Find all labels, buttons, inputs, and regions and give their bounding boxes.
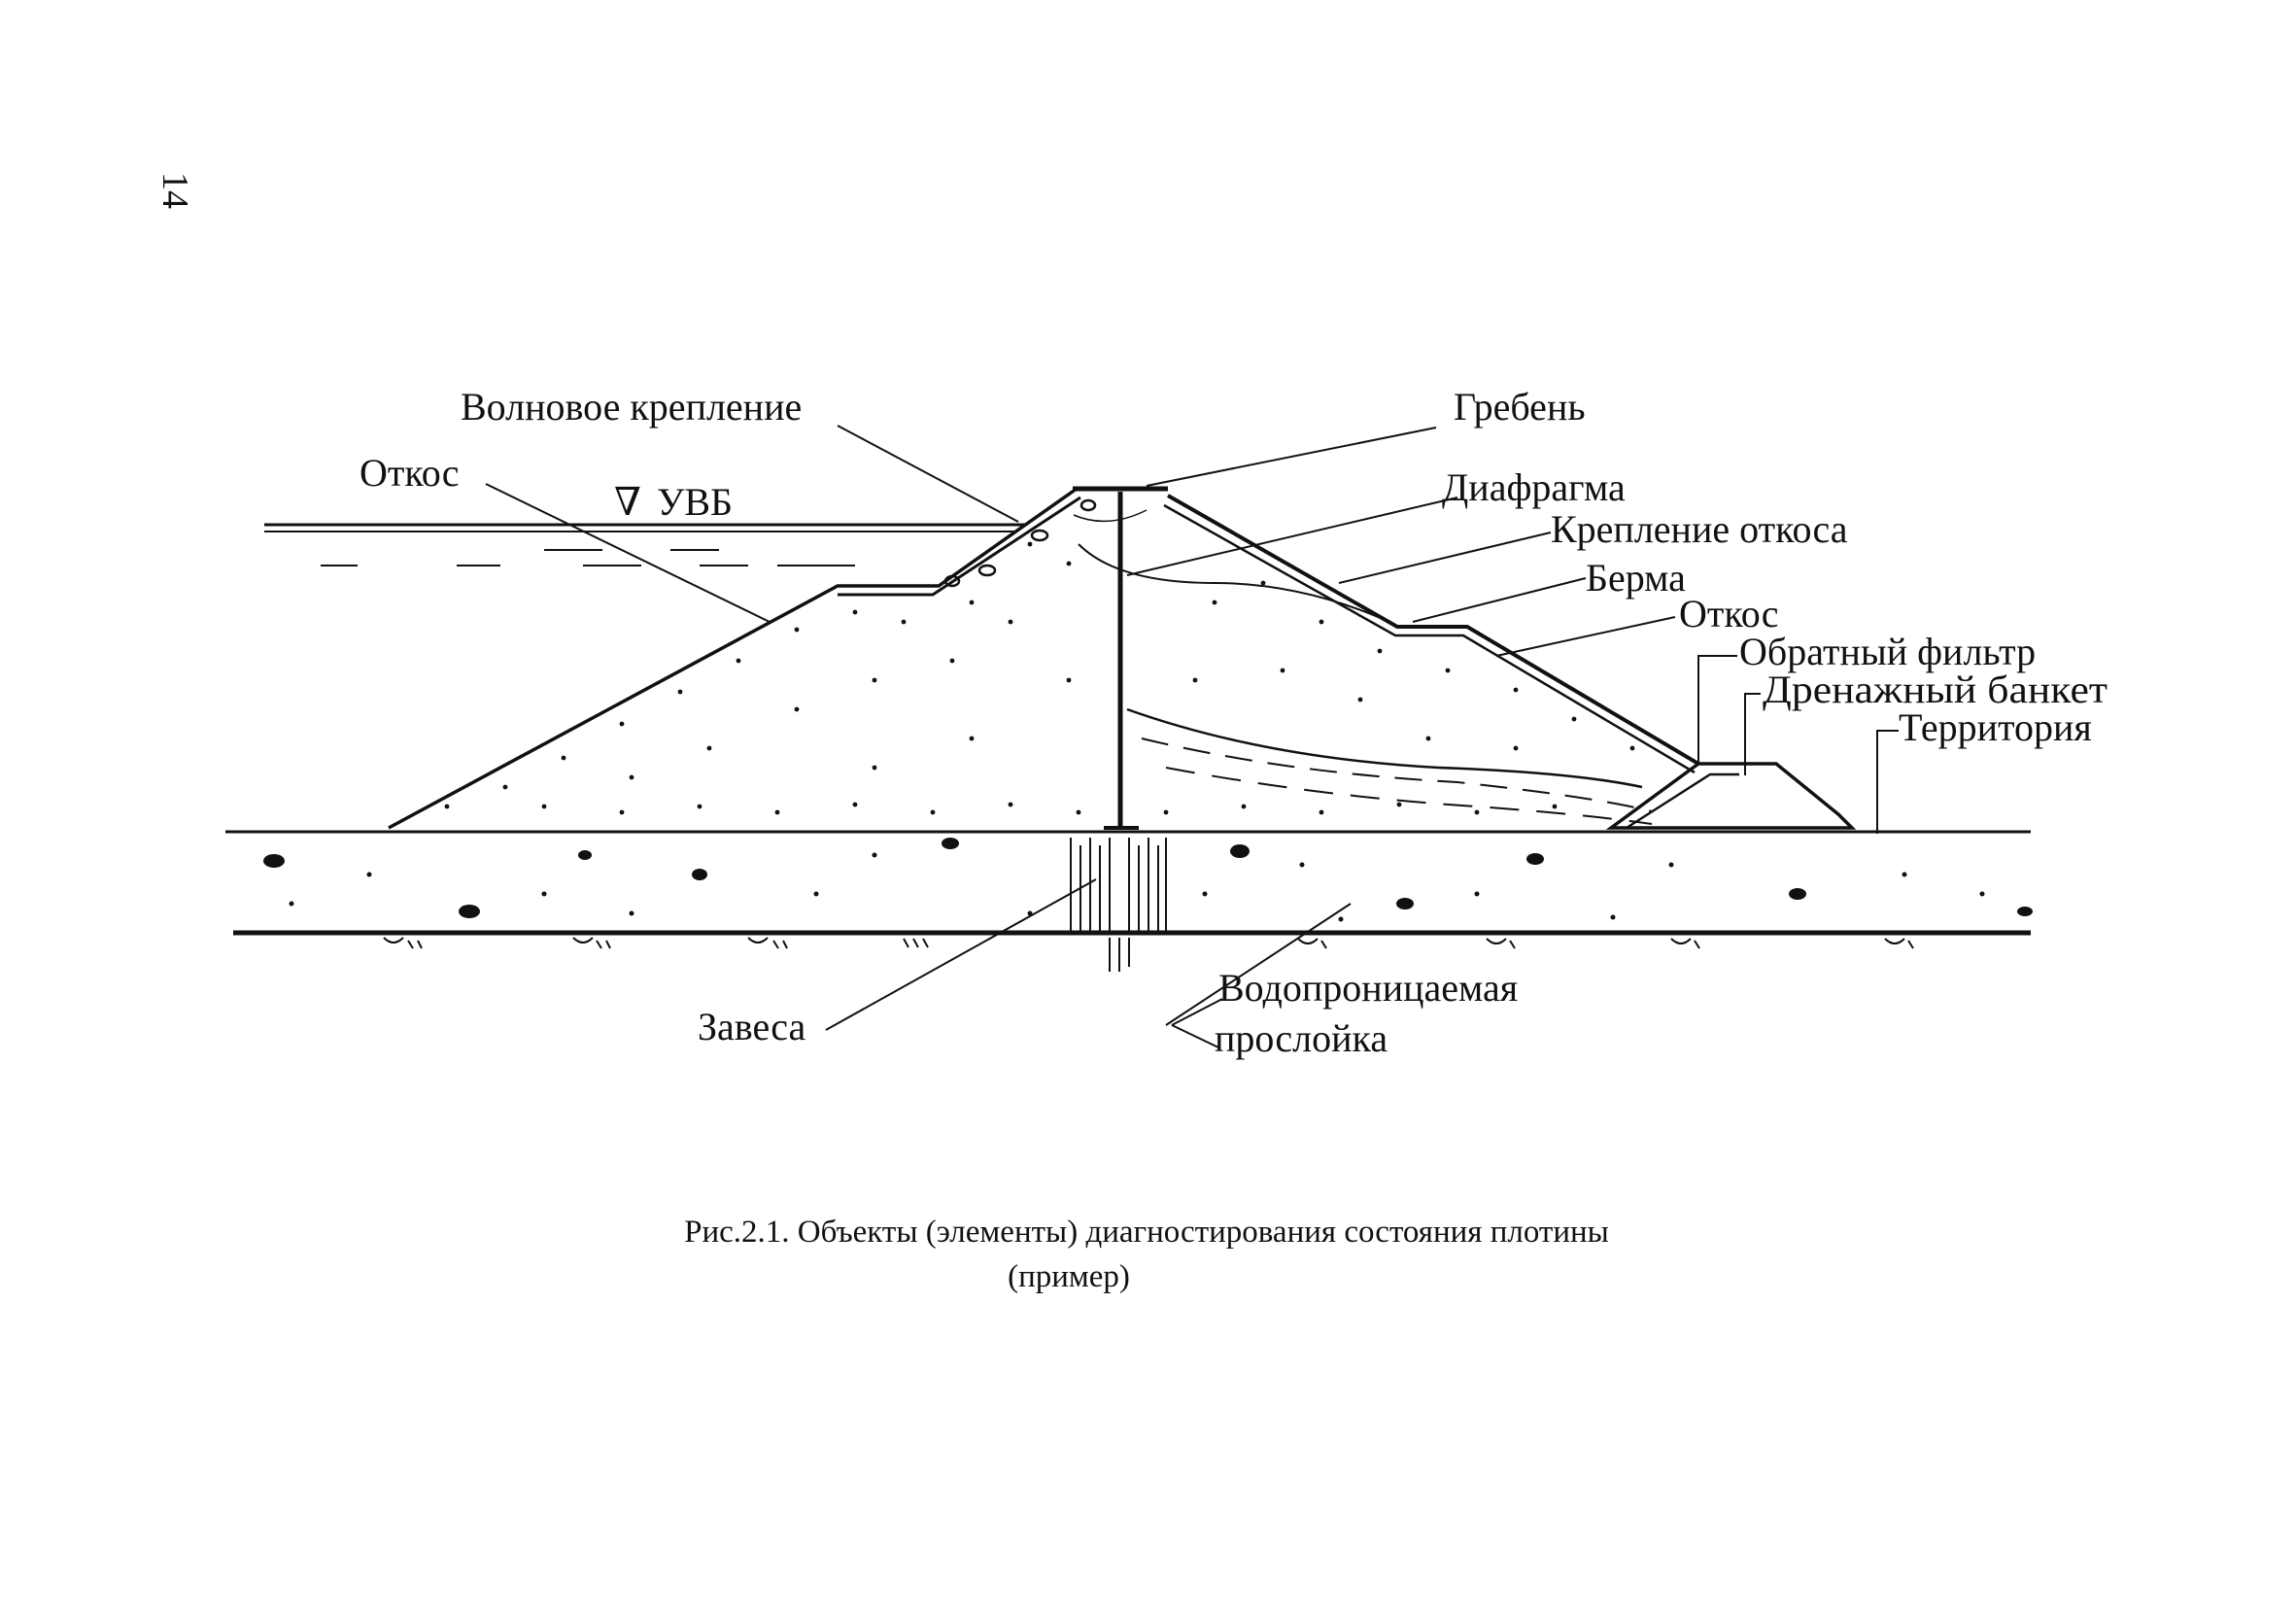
water-level-icon: ∇ xyxy=(614,480,641,524)
label-curtain: Завеса xyxy=(698,1005,805,1048)
grout-curtain xyxy=(1070,838,1167,972)
reverse-filter xyxy=(1626,772,1739,830)
label-diaphragm: Диафрагма xyxy=(1442,465,1626,509)
label-drainage-bank: Дренажный банкет xyxy=(1763,668,2108,711)
drainage-bank xyxy=(1605,762,1857,830)
downstream-slope-line xyxy=(1167,494,1700,766)
label-crest: Гребень xyxy=(1454,385,1586,429)
label-reverse-filter: Обратный фильтр xyxy=(1739,630,2036,673)
foundation xyxy=(225,830,2033,972)
dam-fill-dots xyxy=(444,541,1635,815)
dam-body xyxy=(388,486,1857,830)
label-wave-protection: Волновое крепление xyxy=(461,385,802,429)
label-slope-downstream: Откос xyxy=(1679,592,1779,635)
label-slope-protection: Крепление откоса xyxy=(1551,507,1848,551)
reservoir-water xyxy=(264,523,1067,566)
label-permeable-layer-1: Водопроницаемая xyxy=(1218,966,1518,1010)
riprap-stones xyxy=(943,498,1097,588)
leader-lines xyxy=(485,425,1899,1048)
page-number: 14 xyxy=(154,172,195,209)
upstream-slope-line xyxy=(388,487,1079,830)
label-berm: Берма xyxy=(1586,556,1686,600)
label-slope-upstream: Откос xyxy=(360,451,460,495)
phreatic-line xyxy=(1126,707,1643,789)
figure-caption-line1: Рис.2.1. Объекты (элементы) диагностиров… xyxy=(684,1215,1609,1250)
wave-protection-layer xyxy=(838,496,1081,597)
label-territory: Территория xyxy=(1899,705,2092,749)
figure-caption-line2: (пример) xyxy=(1008,1259,1130,1294)
label-permeable-layer-2: прослойка xyxy=(1215,1016,1388,1060)
label-water-level: УВБ xyxy=(657,480,733,524)
